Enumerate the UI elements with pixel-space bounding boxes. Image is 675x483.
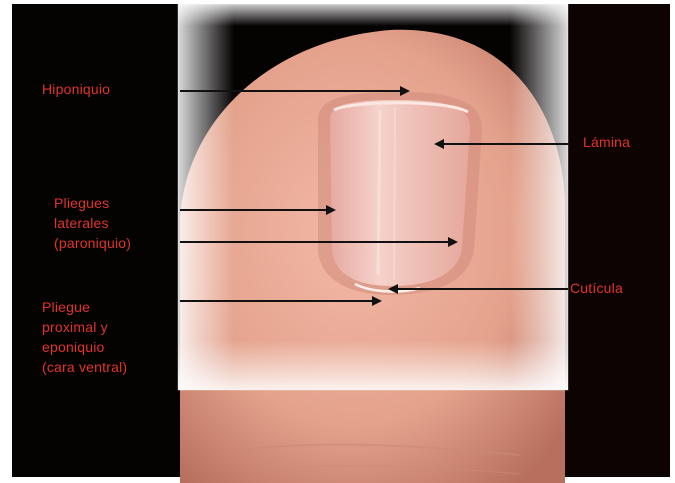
label-line: Pliegues: [54, 193, 131, 213]
label-line: eponiquio: [42, 337, 127, 357]
label-hiponiquio: Hiponiquio: [42, 79, 110, 99]
label-line: (paroniquio): [54, 233, 131, 253]
label-lamina: Lámina: [583, 132, 630, 152]
label-cuticula: Cutícula: [570, 278, 623, 298]
label-pliegues-laterales: Pliegues laterales (paroniquio): [54, 193, 131, 253]
label-pliegue-proximal: Pliegue proximal y eponiquio (cara ventr…: [42, 297, 127, 377]
label-line: proximal y: [42, 317, 127, 337]
nail-plate: [330, 100, 470, 286]
label-line: Pliegue: [42, 297, 127, 317]
label-line: laterales: [54, 213, 131, 233]
label-line: (cara ventral): [42, 357, 127, 377]
